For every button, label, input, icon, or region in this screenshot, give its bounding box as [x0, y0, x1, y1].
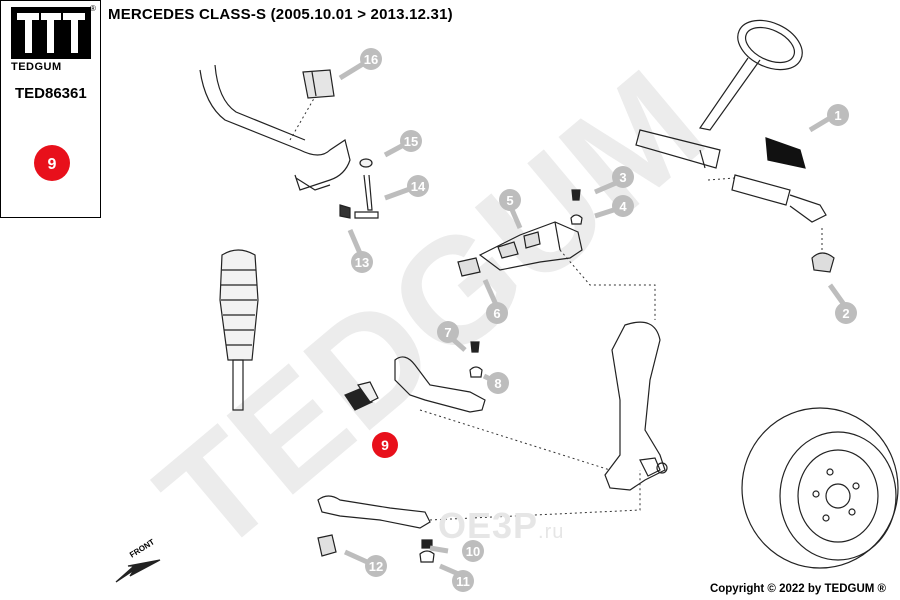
- upper-control-arm: [478, 221, 583, 271]
- vehicle-title: MERCEDES CLASS-S (2005.10.01 > 2013.12.3…: [108, 6, 453, 23]
- part-5-6-bushings: [457, 231, 541, 277]
- callout-badge-7[interactable]: 7: [437, 321, 459, 343]
- callout-label: 16: [364, 52, 378, 67]
- air-strut: [219, 249, 259, 411]
- callout-badge-10[interactable]: 10: [462, 540, 484, 562]
- callout-label: 3: [619, 170, 626, 185]
- callout-badge-4[interactable]: 4: [612, 195, 634, 217]
- callout-badge-3[interactable]: 3: [612, 166, 634, 188]
- stabilizer-link-shapes: [339, 158, 379, 219]
- callout-label: 15: [404, 134, 418, 149]
- callout-badge-15[interactable]: 15: [400, 130, 422, 152]
- callout-badge-13[interactable]: 13: [351, 251, 373, 273]
- callout-badge-8[interactable]: 8: [487, 372, 509, 394]
- site-watermark: OE3P.ru: [438, 505, 564, 547]
- lower-rear-arm: [317, 495, 431, 529]
- tedgum-logo-icon: [11, 7, 91, 59]
- callout-label: 1: [834, 108, 841, 123]
- part-10-11-12-shapes: [317, 534, 435, 563]
- callout-badge-16[interactable]: 16: [360, 48, 382, 70]
- stabilizer-bar: [199, 64, 351, 191]
- site-watermark-suffix: .ru: [538, 521, 565, 543]
- site-watermark-name: OE3P: [438, 505, 539, 546]
- steering-knuckle: [604, 321, 668, 491]
- lower-arm: [394, 356, 486, 413]
- callout-badge-11[interactable]: 11: [452, 570, 474, 592]
- wheel: [741, 407, 899, 569]
- callout-label: 9: [381, 437, 389, 453]
- part-3-4-shapes: [570, 189, 583, 225]
- callout-label: 12: [369, 559, 383, 574]
- callout-badge-5[interactable]: 5: [499, 189, 521, 211]
- callout-label: 13: [355, 255, 369, 270]
- part-9-bushing-shape: [344, 381, 379, 411]
- part-16-shape: [302, 69, 335, 99]
- callout-badge-1[interactable]: 1: [827, 104, 849, 126]
- callout-badge-2[interactable]: 2: [835, 302, 857, 324]
- registered-mark: ®: [90, 4, 96, 13]
- part-7-8-shapes: [469, 341, 483, 378]
- callout-badge-12[interactable]: 12: [365, 555, 387, 577]
- callout-badge-14[interactable]: 14: [407, 175, 429, 197]
- selected-part-number: 9: [48, 156, 57, 173]
- callout-label: 10: [466, 544, 480, 559]
- callout-label: 2: [842, 306, 849, 321]
- callout-label: 5: [506, 193, 513, 208]
- copyright-notice: Copyright © 2022 by TEDGUM ®: [709, 583, 886, 595]
- callout-badge-6[interactable]: 6: [486, 302, 508, 324]
- callout-label: 4: [619, 199, 627, 214]
- steering-assembly: [635, 19, 827, 223]
- callout-label: 7: [444, 325, 451, 340]
- callout-label: 11: [456, 574, 470, 589]
- part-2-shape: [811, 252, 835, 273]
- callout-label: 8: [494, 376, 501, 391]
- part-1-boot-shape: [765, 137, 806, 169]
- front-arrow-icon: [115, 559, 161, 583]
- callout-label: 14: [411, 179, 426, 194]
- callout-label: 6: [493, 306, 500, 321]
- info-panel: ® TEDGUM TED86361 9: [0, 0, 101, 218]
- logo-text: TEDGUM: [11, 61, 62, 73]
- callout-badge-9-selected[interactable]: 9: [372, 432, 398, 458]
- selected-part-badge: 9: [34, 145, 70, 181]
- part-code: TED86361: [15, 85, 87, 102]
